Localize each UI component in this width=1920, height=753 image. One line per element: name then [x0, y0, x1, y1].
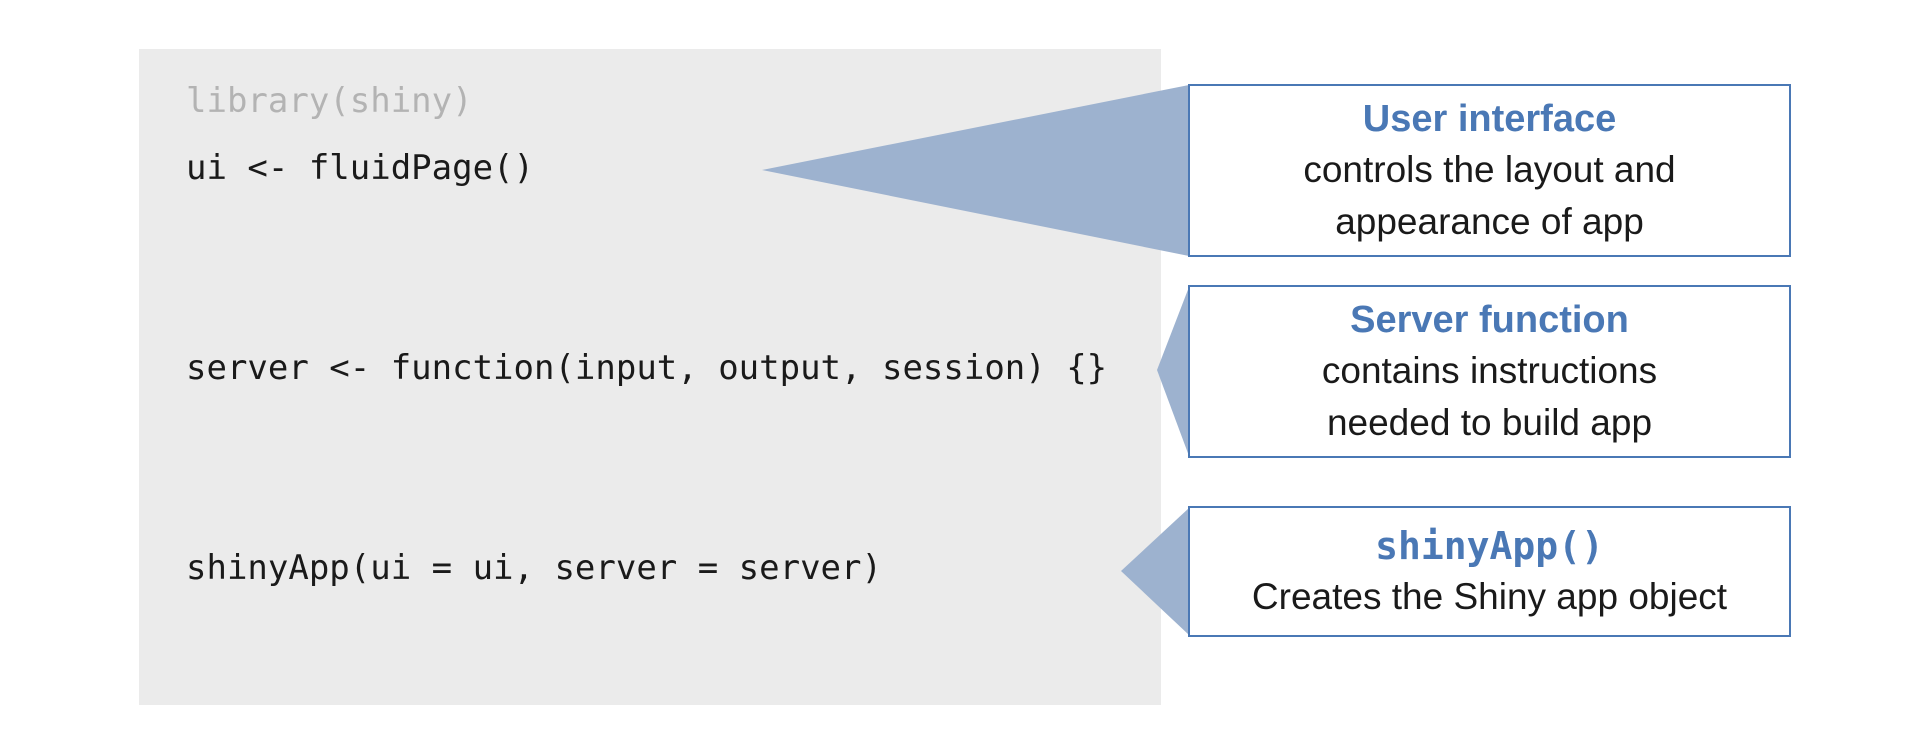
server-callout: Server function contains instructions ne…: [1188, 285, 1791, 458]
code-line-ui: ui <- fluidPage(): [186, 148, 534, 188]
code-line-shinyapp: shinyApp(ui = ui, server = server): [186, 548, 882, 588]
server-callout-description: contains instructions needed to build ap…: [1321, 349, 1658, 443]
code-line-server: server <- function(input, output, sessio…: [186, 348, 1108, 388]
shinyapp-callout-title: shinyApp(): [1375, 523, 1604, 568]
code-line-library: library(shiny): [186, 81, 473, 121]
shinyapp-callout: shinyApp() Creates the Shiny app object: [1188, 506, 1791, 637]
ui-callout-description: controls the layout and appearance of ap…: [1303, 148, 1676, 242]
server-callout-title: Server function: [1350, 298, 1629, 341]
ui-connector: [762, 85, 1189, 256]
server-connector: [1157, 287, 1189, 456]
ui-callout: User interface controls the layout and a…: [1188, 84, 1791, 257]
ui-callout-title: User interface: [1362, 97, 1617, 140]
app-connector: [1121, 508, 1189, 635]
shinyapp-callout-description: Creates the Shiny app object: [1251, 575, 1728, 617]
